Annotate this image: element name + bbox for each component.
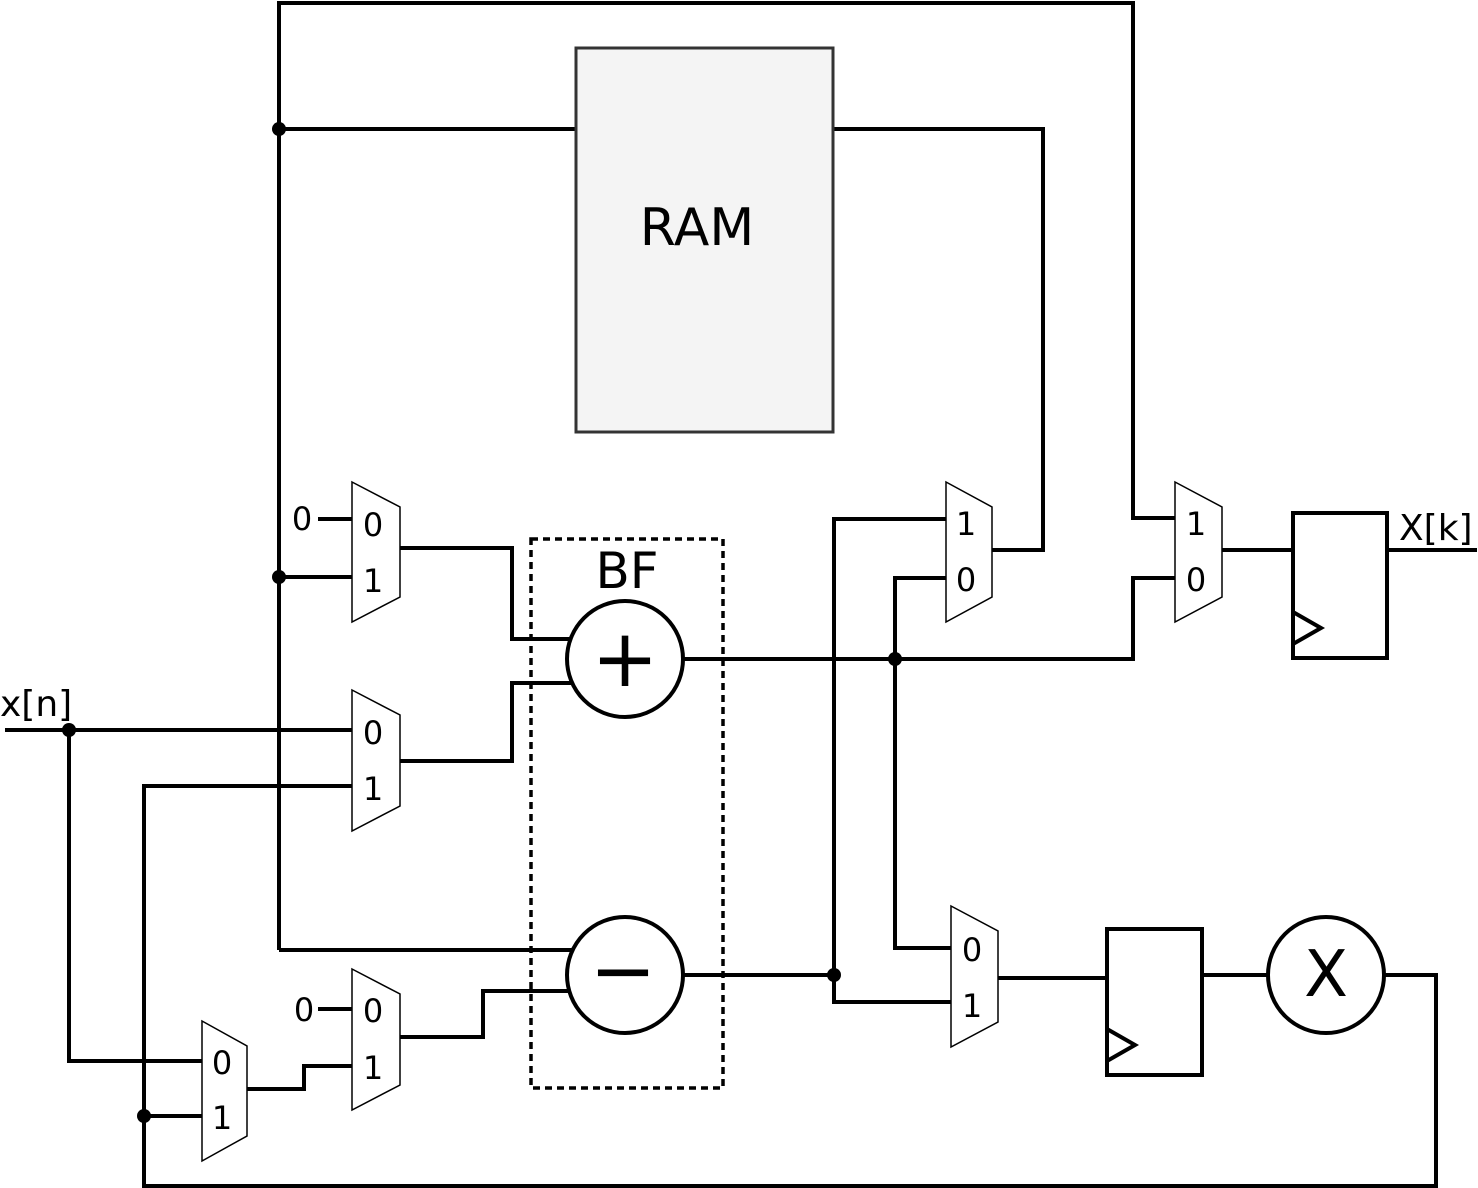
ram-block bbox=[574, 46, 835, 434]
junctions bbox=[62, 122, 902, 1123]
mux-g-in-top: 1 bbox=[1186, 505, 1206, 543]
bf-label: BF bbox=[595, 542, 658, 600]
mux-b-in-top: 0 bbox=[363, 714, 383, 752]
const-zero-top: 0 bbox=[292, 500, 312, 538]
mux-a: 0 1 bbox=[351, 480, 401, 624]
mux-c-in-top: 0 bbox=[212, 1044, 232, 1082]
wire-sub-mux-e bbox=[832, 517, 951, 1004]
wire-top-loop bbox=[277, 1, 1175, 950]
mux-f: 0 1 bbox=[950, 904, 999, 1049]
mux-d-in-top: 0 bbox=[363, 992, 383, 1030]
multiplier-symbol: X bbox=[1304, 938, 1348, 1012]
mux-a-in-top: 0 bbox=[363, 506, 383, 544]
junction-dot bbox=[62, 723, 76, 737]
subtractor-symbol: − bbox=[589, 924, 656, 1017]
mux-g-in-bottom: 0 bbox=[1186, 561, 1206, 599]
mux-f-in-top: 0 bbox=[962, 931, 982, 969]
adder-symbol: + bbox=[591, 612, 658, 705]
junction-dot bbox=[272, 570, 286, 584]
subtractor bbox=[565, 915, 685, 1035]
clock-triangle-icon bbox=[1106, 1027, 1140, 1063]
wires bbox=[5, 1, 1477, 1188]
junction-dot bbox=[827, 968, 841, 982]
multiplier bbox=[1266, 915, 1386, 1035]
junction-dot bbox=[888, 652, 902, 666]
mux-b: 0 1 bbox=[351, 688, 401, 833]
mux-e-in-bottom: 0 bbox=[956, 561, 976, 599]
junction-dot bbox=[272, 122, 286, 136]
mux-e: 1 0 bbox=[945, 480, 993, 624]
mux-b-in-bottom: 1 bbox=[363, 770, 383, 808]
mux-g: 1 0 bbox=[1174, 480, 1223, 624]
wire-mux-a-adder bbox=[400, 546, 572, 641]
mux-d-in-bottom: 1 bbox=[363, 1049, 383, 1087]
clock-triangle-icon bbox=[1292, 610, 1326, 646]
mux-c-in-bottom: 1 bbox=[212, 1099, 232, 1137]
wire-input-down bbox=[67, 730, 202, 1063]
const-zero-bottom: 0 bbox=[294, 991, 314, 1029]
mux-f-in-bottom: 1 bbox=[962, 987, 982, 1025]
wire-ram-right bbox=[833, 127, 1045, 552]
junction-dot bbox=[137, 1109, 151, 1123]
wire-adder-out bbox=[683, 576, 1175, 661]
mux-a-in-bottom: 1 bbox=[363, 562, 383, 600]
ram-label: RAM bbox=[640, 198, 754, 258]
output-label: X[k] bbox=[1399, 508, 1473, 549]
mux-d: 0 1 bbox=[351, 967, 401, 1112]
mux-c: 0 1 bbox=[201, 1019, 248, 1163]
wire-mul-loop bbox=[142, 784, 1438, 1188]
wire-mux-d-sub bbox=[400, 989, 572, 1039]
mux-e-in-top: 1 bbox=[956, 505, 976, 543]
wire-mux-c-mux-d bbox=[247, 1064, 352, 1091]
input-label: x[n] bbox=[0, 684, 72, 725]
adder bbox=[565, 599, 685, 719]
wire-mux-b-adder bbox=[400, 681, 572, 763]
wire-adder-mux-e bbox=[893, 576, 951, 950]
butterfly-box bbox=[529, 537, 725, 1090]
